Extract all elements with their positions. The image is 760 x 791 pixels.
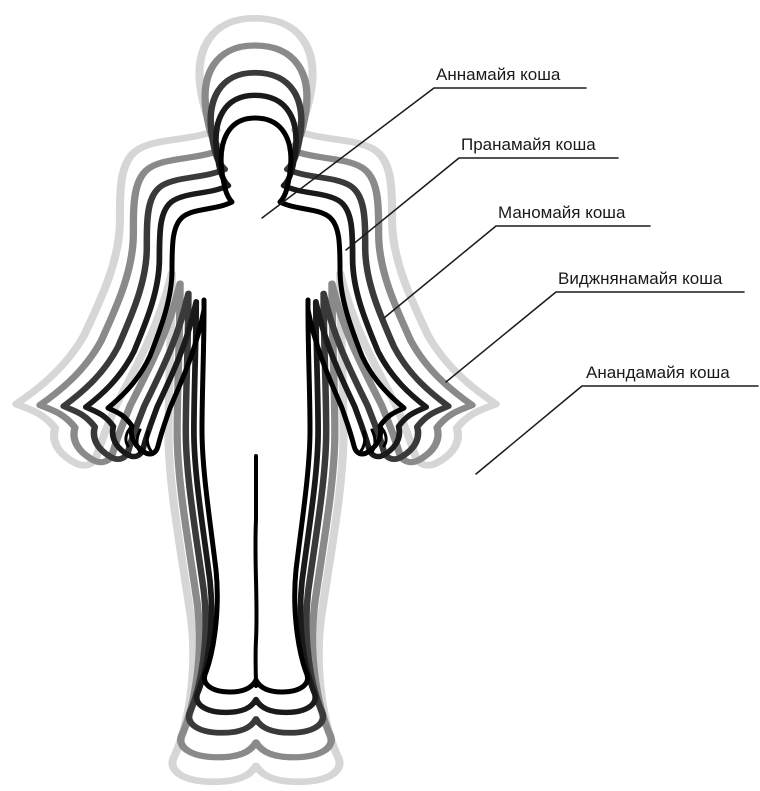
label-pranamaya: Пранамайя коша	[461, 135, 596, 154]
leader-anandamaya	[476, 386, 758, 474]
label-manomaya: Маномайя коша	[498, 203, 626, 222]
label-anandamaya: Анандамайя коша	[586, 363, 730, 382]
legs-divider	[255, 456, 256, 686]
label-vijnanamaya: Виджнянамайя коша	[558, 269, 723, 288]
label-annamaya: Аннамайя коша	[436, 65, 561, 84]
